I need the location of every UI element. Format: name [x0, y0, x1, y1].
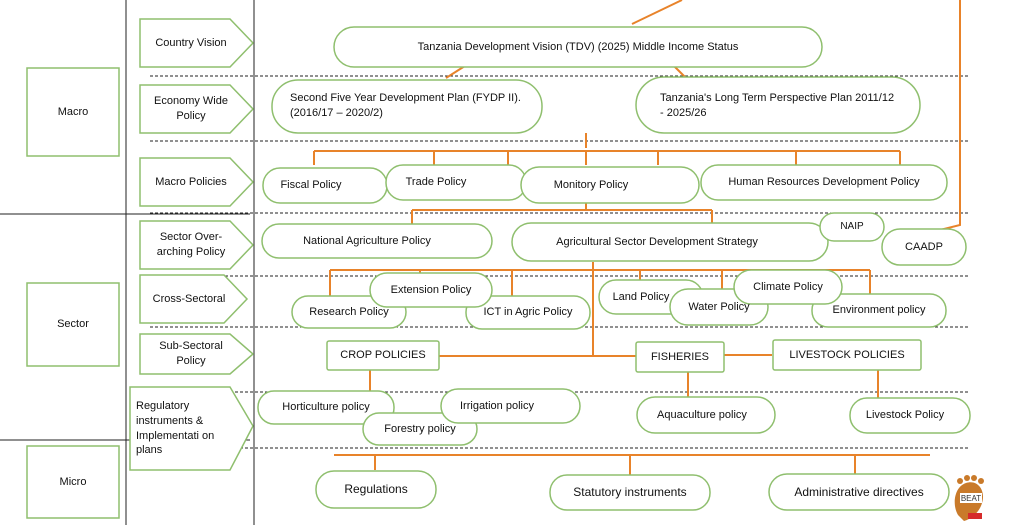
node-shapes [257, 26, 971, 511]
row-pentagons [129, 18, 255, 471]
logo-text: BEAT [961, 494, 981, 503]
level-boxes [26, 67, 120, 519]
beat-logo: BEAT [954, 475, 984, 521]
